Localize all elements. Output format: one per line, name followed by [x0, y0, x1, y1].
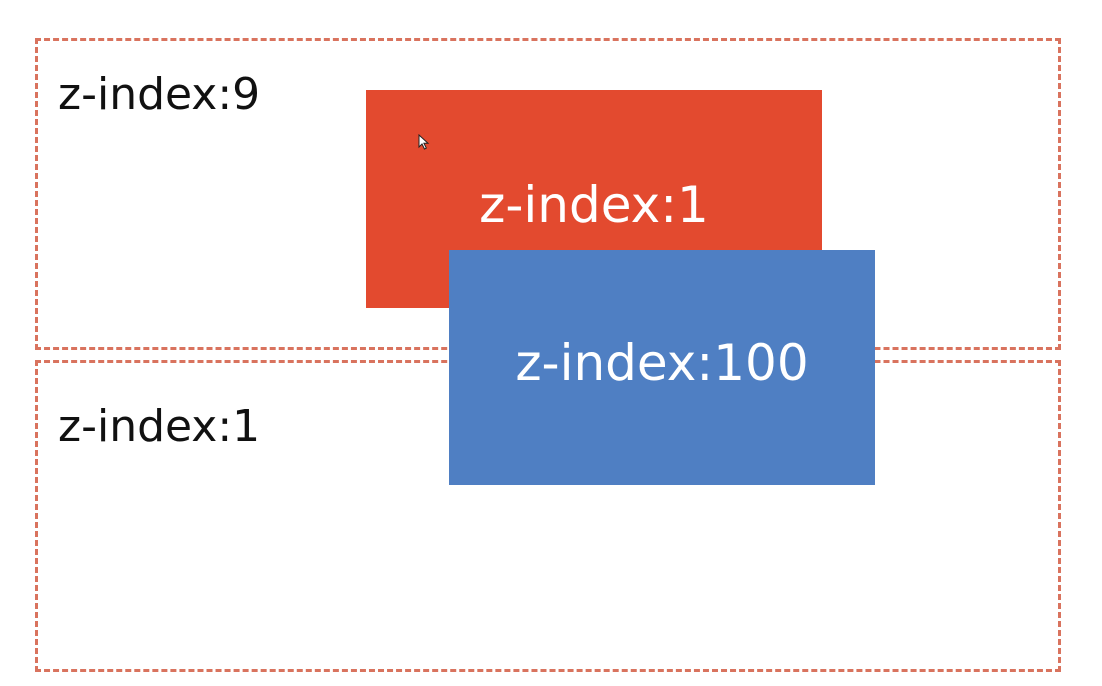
mouse-pointer-icon — [418, 134, 430, 150]
blue-box: z-index:100 — [449, 250, 875, 485]
container-label-bottom: z-index:1 — [58, 401, 261, 452]
container-label-top: z-index:9 — [58, 69, 261, 120]
blue-box-label: z-index:100 — [515, 333, 809, 392]
red-box-label: z-index:1 — [479, 176, 709, 234]
